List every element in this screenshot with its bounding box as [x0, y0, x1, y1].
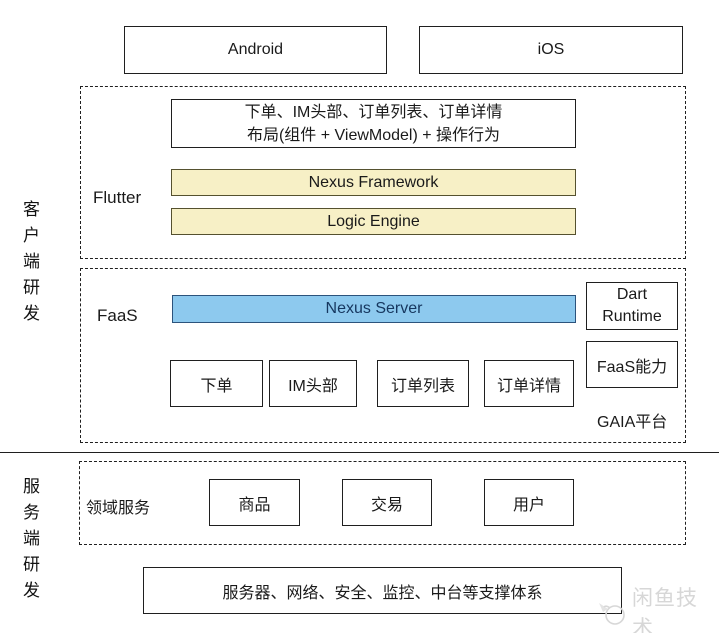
flutter-section-label: Flutter — [93, 188, 142, 207]
flutter-feature-line1: 下单、IM头部、订单列表、订单详情 — [244, 103, 503, 121]
ios-label: iOS — [537, 41, 565, 58]
fish-logo-icon — [596, 595, 628, 629]
module-label: IM头部 — [288, 377, 338, 395]
faas-section-label: FaaS — [97, 306, 138, 325]
dart-runtime-line1: Dart — [616, 286, 648, 303]
nexus-server-label: Nexus Server — [325, 300, 423, 317]
module-label: 下单 — [200, 377, 233, 395]
dart-runtime-box: Dart Runtime — [586, 282, 678, 330]
nexus-server-box: Nexus Server — [172, 295, 576, 323]
android-box: Android — [124, 26, 387, 74]
server-side-vertical-label: 服务端研发 — [20, 477, 39, 607]
infrastructure-support-box: 服务器、网络、安全、监控、中台等支撑体系 — [143, 567, 622, 614]
watermark-text: 闲鱼技术 — [632, 587, 698, 633]
watermark: 闲鱼技术 — [596, 582, 719, 633]
domain-services-dashed-container — [79, 461, 686, 545]
module-label: 订单详情 — [496, 377, 561, 395]
android-label: Android — [227, 41, 284, 58]
logic-engine-box: Logic Engine — [171, 208, 576, 235]
service-box-goods: 商品 — [209, 479, 300, 526]
client-side-vertical-label: 客户端研发 — [20, 200, 39, 330]
nexus-framework-label: Nexus Framework — [308, 173, 439, 191]
faas-ability-label: FaaS能力 — [596, 358, 668, 376]
faas-ability-box: FaaS能力 — [586, 341, 678, 388]
domain-services-label: 领域服务 — [86, 500, 151, 517]
module-box-order-list: 订单列表 — [377, 360, 469, 407]
flutter-feature-line2: 布局(组件 + ViewModel) + 操作行为 — [246, 126, 501, 144]
logic-engine-label: Logic Engine — [327, 212, 420, 230]
faas-dashed-container — [80, 268, 686, 443]
client-server-divider — [0, 452, 719, 453]
service-box-trade: 交易 — [342, 479, 432, 526]
module-box-order: 下单 — [170, 360, 263, 407]
dart-runtime-line2: Runtime — [602, 308, 662, 325]
service-label: 用户 — [512, 496, 545, 514]
module-label: 订单列表 — [390, 377, 455, 395]
nexus-framework-box: Nexus Framework — [171, 169, 576, 196]
module-box-order-detail: 订单详情 — [484, 360, 574, 407]
module-box-im-header: IM头部 — [269, 360, 357, 407]
flutter-dashed-container — [80, 86, 686, 259]
service-label: 交易 — [370, 496, 403, 514]
service-box-user: 用户 — [484, 479, 574, 526]
service-label: 商品 — [238, 496, 271, 514]
flutter-feature-box: 下单、IM头部、订单列表、订单详情 布局(组件 + ViewModel) + 操… — [171, 99, 576, 148]
infrastructure-support-label: 服务器、网络、安全、监控、中台等支撑体系 — [222, 584, 543, 602]
ios-box: iOS — [419, 26, 683, 74]
gaia-platform-label: GAIA平台 — [597, 414, 668, 431]
